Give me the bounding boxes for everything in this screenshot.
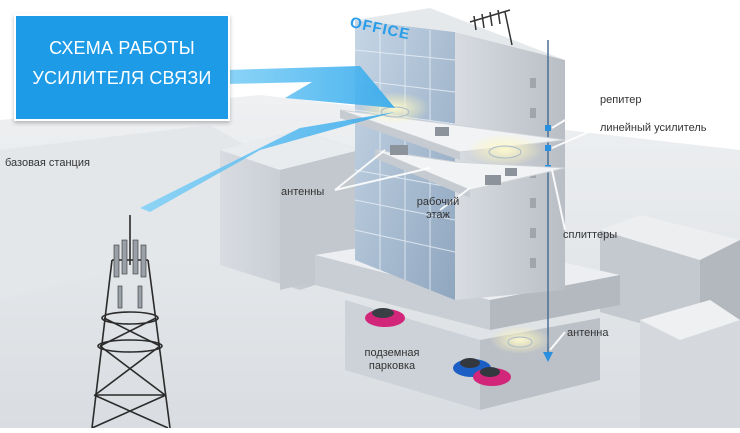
label-parking-line2: парковка: [368, 360, 416, 372]
label-antenna: антенна: [567, 327, 609, 339]
car-icon: [365, 308, 405, 327]
roof-antenna-icon: [469, 9, 513, 46]
title-line-2: УСИЛИТЕЛЯ СВЯЗИ: [32, 68, 212, 88]
title-line-1: СХЕМА РАБОТЫ: [49, 38, 195, 58]
label-work-floor: рабочий этаж: [415, 196, 461, 222]
label-parking: подземная парковка: [355, 347, 429, 373]
annex-building-right: [600, 215, 740, 428]
leader-lines: [334, 99, 599, 351]
label-repeater: репитер: [600, 94, 642, 106]
signal-beam-title: [226, 66, 395, 108]
label-parking-line1: подземная: [364, 347, 420, 359]
label-work-floor-line2: этаж: [426, 209, 450, 221]
label-work-floor-line1: рабочий: [416, 196, 460, 208]
diagram-title-box: СХЕМА РАБОТЫ УСИЛИТЕЛЯ СВЯЗИ: [14, 14, 230, 121]
label-antennas: антенны: [281, 186, 325, 198]
label-line-amplifier: линейный усилитель: [600, 122, 707, 134]
car-icon-pink: [473, 367, 511, 386]
antenna-glow-2: [467, 134, 543, 166]
signal-beam-tower: [140, 112, 395, 212]
label-splitters: сплиттеры: [563, 229, 618, 241]
antenna-glow-3: [490, 326, 550, 354]
base-station-tower-icon: [91, 215, 171, 429]
base-station-panels: [113, 239, 147, 309]
label-base-station: базовая станция: [5, 157, 90, 169]
